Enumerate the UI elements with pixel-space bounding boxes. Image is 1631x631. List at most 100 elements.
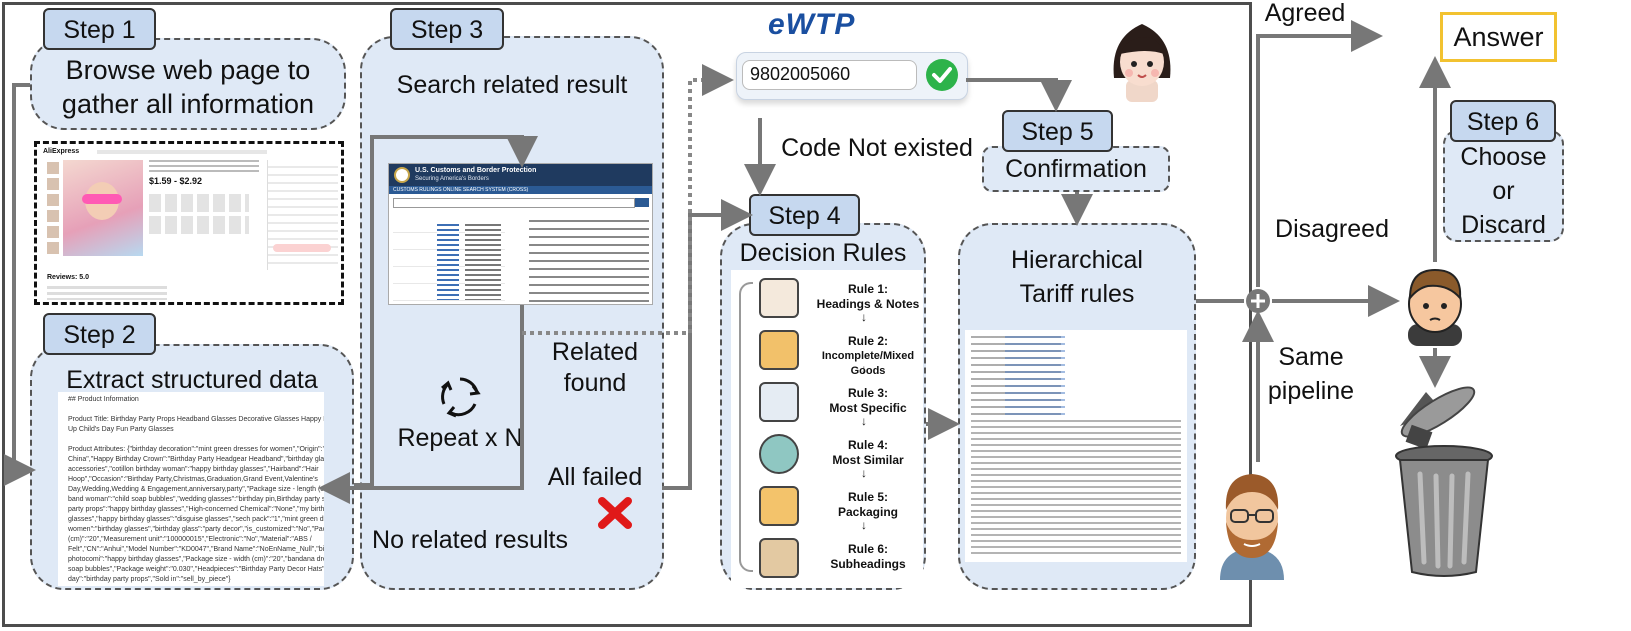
rule-label: Rule 4:Most Similar (813, 438, 923, 468)
doc-line: China","Happy Birthday Crown":"Birthday … (68, 456, 324, 463)
rule-label: Rule 2: Incomplete/Mixed Goods (813, 334, 923, 379)
rule-item: Rule 3:Most Specific↓ (731, 378, 923, 428)
rule-number: Rule 6: (847, 542, 888, 556)
step1-line2: gather all information (61, 88, 315, 119)
step4-title: Decision Rules (739, 239, 907, 267)
no-results-text: No related results (372, 526, 568, 554)
step6-text: Choose or Discard (1443, 140, 1564, 242)
doc-line: Product Attributes: {"birthday decoratio… (68, 446, 324, 453)
cbp-subtitle: Securing America's Borders (415, 176, 489, 182)
tariff-body-lines (971, 420, 1181, 556)
plus-junction-icon (1246, 289, 1270, 313)
rule-name: Subheadings (830, 557, 906, 571)
rule-number: Rule 2: (847, 334, 888, 348)
cbp-title: U.S. Customs and Border Protection (415, 167, 537, 174)
doc-line: accessories","cotillon birthday woman":"… (68, 466, 319, 473)
web-header-bar (97, 150, 267, 154)
doc-line: Up Child's Day Fun Party Glasses (68, 426, 174, 433)
cbp-seal (394, 167, 410, 183)
step6-line3: Discard (1461, 211, 1546, 239)
webpage-screenshot: AliExpress $1.59 - $2.92 Reviews: 5.0 (34, 141, 344, 305)
cbp-system: CUSTOMS RULINGS ONLINE SEARCH SYSTEM (CR… (393, 187, 529, 193)
step3-label: Step 3 (390, 8, 504, 50)
document-icon (759, 278, 799, 318)
puzzle-icon (759, 330, 799, 370)
tariff-line1: Hierarchical (1011, 246, 1143, 274)
web-reviews: Reviews: 5.0 (47, 274, 90, 281)
flask-icon (759, 434, 799, 474)
step4-label: Step 4 (749, 194, 860, 236)
rule-label: Rule 6:Subheadings (813, 542, 923, 572)
doc-line: Hoop","Occasion":"Birthday Party,Christm… (68, 476, 318, 483)
confirmation-panel (982, 146, 1170, 192)
rule-down-arrow: ↓ (861, 414, 867, 428)
product-options (149, 194, 249, 212)
step1-label: Step 1 (43, 8, 156, 50)
hs-code-value: 9802005060 (750, 64, 851, 84)
rule-label: Rule 3:Most Specific (813, 386, 923, 416)
doc-line: Day,Wedding,Wedding & Engagement,anniver… (68, 486, 324, 493)
cbp-system-bar (389, 186, 652, 194)
cbp-search-box (393, 198, 635, 208)
doc-line: (cm)":"20","Measurement unit":"100000015… (68, 536, 312, 543)
web-thumbs-column (47, 162, 59, 254)
agreed-text: Agreed (1264, 0, 1346, 27)
doc-line: ## Product Information (68, 396, 139, 403)
same-line1: Same (1278, 343, 1344, 371)
product-text-lines (149, 160, 259, 174)
doc-line: photocomi":"happy birthday glasses","Pac… (68, 556, 324, 563)
rule-item: Rule 5:Packaging↓ (731, 482, 923, 532)
rule-number: Rule 5: (847, 490, 888, 504)
rule-label: Rule 1:Headings & Notes (813, 282, 923, 312)
rule-down-arrow: ↓ (861, 362, 867, 376)
related-line1: Related (551, 338, 639, 366)
doc-line: party props":"happy birthday glasses","H… (68, 506, 324, 513)
rule-down-arrow: ↓ (861, 518, 867, 532)
bearded-man-avatar-icon (1220, 474, 1284, 580)
web-brand: AliExpress (43, 148, 80, 155)
related-found-text: Related found (545, 337, 645, 400)
trash-can-icon (1395, 386, 1493, 577)
decision-rules-card: Rule 1:Headings & Notes↓Rule 2:Incomplet… (731, 270, 923, 588)
step1-panel (30, 38, 346, 130)
related-line2: found (563, 369, 627, 398)
cbp-search-screenshot: U.S. Customs and Border Protection Secur… (388, 163, 653, 305)
tariff-rules-doc (965, 330, 1187, 562)
doc-line: Product Title: Birthday Party Props Head… (68, 416, 324, 423)
rule-down-arrow: ↓ (861, 466, 867, 480)
doc-line: soap bubbles","Package weight":"0.030","… (68, 566, 324, 573)
tariff-tree-links (1005, 336, 1065, 416)
rule-item: Rule 2: Incomplete/Mixed Goods↓ (731, 326, 923, 379)
cbp-table-desc (465, 224, 501, 300)
rule-name: Most Specific (829, 401, 907, 415)
rule-name: Most Similar (832, 453, 904, 467)
step2-title: Extract structured data (66, 366, 318, 394)
magnifier-icon (759, 382, 799, 422)
cbp-header (389, 164, 652, 186)
repeat-icon (441, 377, 481, 418)
product-glasses (82, 194, 122, 204)
rule-number: Rule 1: (847, 282, 888, 296)
rule-item: Rule 4:Most Similar↓ (731, 430, 923, 480)
same-line2: pipeline (1267, 377, 1355, 405)
product-options-2 (149, 216, 249, 234)
step1-text: Browse web page to gather all informatio… (30, 54, 346, 122)
web-review-lines (47, 286, 167, 300)
doc-line: band woman":"child soap bubbles","weddin… (68, 496, 324, 503)
rule-number: Rule 4: (847, 438, 888, 452)
code-not-existed-text: Code Not existed (781, 134, 973, 162)
step6-line1: Choose (1460, 143, 1547, 171)
rule-name: Incomplete/Mixed Goods (821, 350, 915, 377)
all-failed-text: All failed (547, 463, 643, 491)
gift-box-icon (759, 486, 799, 526)
hs-code-input (742, 60, 917, 90)
rules-bracket (739, 282, 753, 572)
doc-line: Felt","CN":"Anhui","Model Number":"KD004… (68, 546, 324, 553)
rule-number: Rule 3: (847, 386, 888, 400)
cross-icon (598, 497, 632, 529)
rule-item: Rule 1:Headings & Notes↓ (731, 274, 923, 324)
rule-item: Rule 6:Subheadings (731, 534, 923, 584)
step3-panel (360, 36, 664, 590)
doc-line: glasses","happy birthday glasses":"disgu… (68, 516, 324, 523)
